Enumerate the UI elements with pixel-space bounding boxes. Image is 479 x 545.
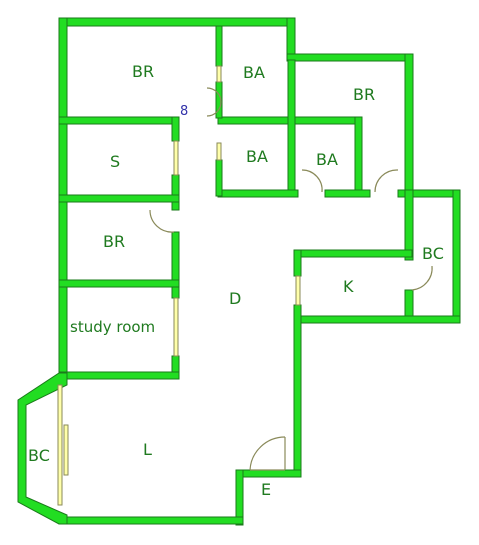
- room-label-k: K: [343, 277, 354, 296]
- window-mark: [173, 140, 179, 176]
- room-label-e: E: [261, 480, 271, 499]
- window-mark: [63, 424, 69, 476]
- window-mark: [216, 65, 222, 83]
- room-label-bc-right: BC: [422, 244, 444, 263]
- window-mark: [216, 142, 222, 161]
- window-mark: [57, 384, 63, 506]
- door-br-top: [206, 87, 222, 117]
- room-label-study-room: study room: [70, 318, 155, 336]
- room-labels: BR BA BR S BA BA BR D BC K study room BC…: [28, 62, 444, 499]
- doors: [149, 87, 433, 471]
- door-ba-mid: [301, 169, 323, 193]
- door-entrance: [249, 436, 286, 471]
- room-label-bc-left: BC: [28, 446, 50, 465]
- room-label-br-top-right: BR: [353, 85, 375, 104]
- windows: [57, 65, 301, 506]
- room-label-br-left: BR: [103, 232, 125, 251]
- room-label-ba-mid-right: BA: [316, 150, 338, 169]
- room-label-d: D: [229, 289, 241, 308]
- door-ba-right: [374, 169, 399, 193]
- door-br-left: [149, 209, 175, 233]
- room-label-br-top-left: BR: [132, 62, 154, 81]
- fixture-icon: 8: [180, 104, 188, 119]
- room-label-ba-mid-left: BA: [246, 147, 268, 166]
- room-label-s: S: [110, 152, 120, 171]
- window-mark: [295, 275, 301, 306]
- room-label-ba-top: BA: [243, 63, 265, 82]
- door-bc-right: [411, 265, 433, 291]
- room-label-l: L: [143, 440, 152, 459]
- window-mark: [173, 297, 179, 357]
- walls: [17, 17, 461, 526]
